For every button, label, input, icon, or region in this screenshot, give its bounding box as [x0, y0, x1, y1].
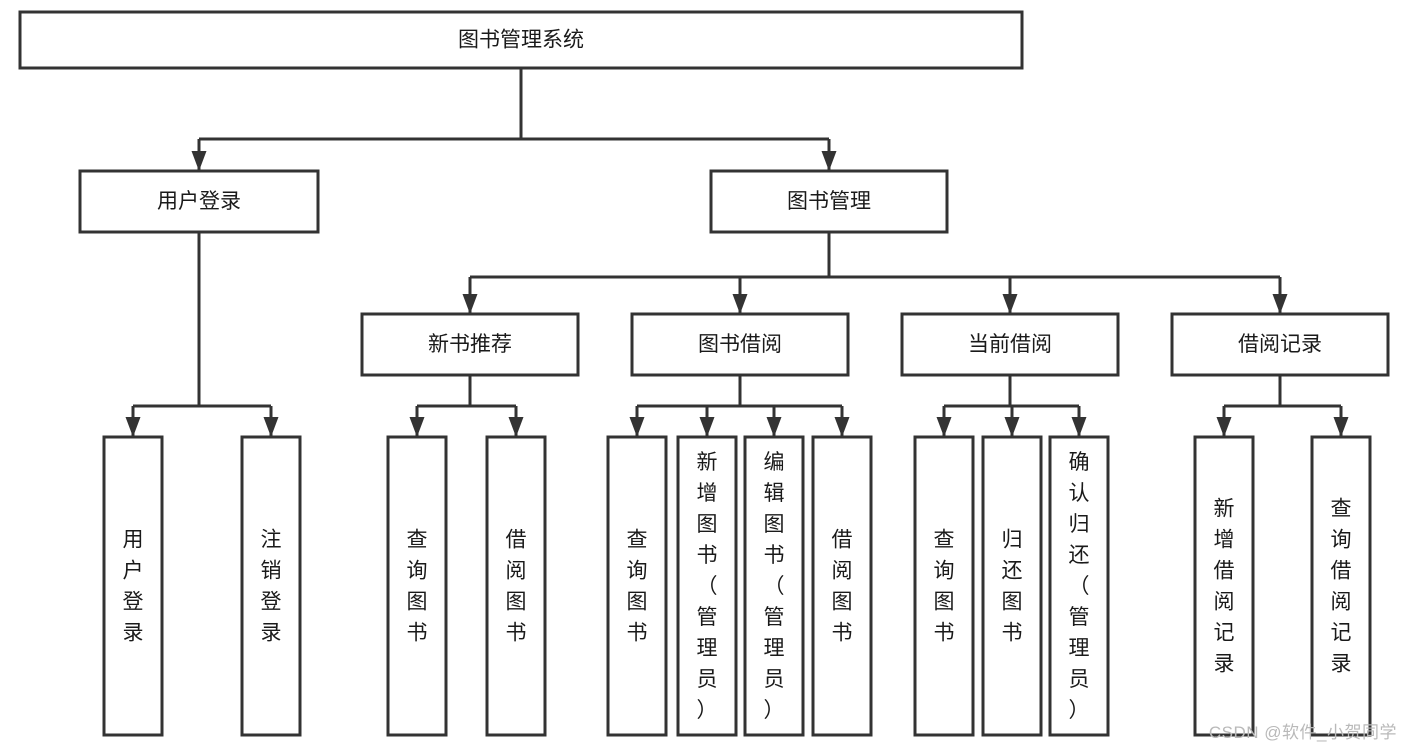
node-box-leaf-user-logout [240, 435, 302, 737]
node-box-leaf-query-borrow-record [1310, 435, 1372, 737]
node-leaf-add-borrow-record[interactable]: 新增借阅记录 [1193, 435, 1255, 737]
arrow-head-icon [936, 417, 952, 437]
node-box-leaf-query-book-recommend [386, 435, 448, 737]
node-box-leaf-query-book-borrow [606, 435, 668, 737]
node-book-management[interactable]: 图书管理 [709, 169, 949, 234]
node-label-user-login: 用户登录 [157, 190, 241, 213]
node-label-book-borrow: 图书借阅 [698, 333, 782, 356]
node-label-borrow-record: 借阅记录 [1238, 333, 1322, 356]
node-leaf-borrow-book[interactable]: 借阅图书 [811, 435, 873, 737]
node-label-book-management: 图书管理 [787, 190, 871, 213]
node-box-leaf-add-book [676, 435, 738, 737]
arrow-head-icon [191, 151, 207, 171]
node-box-leaf-return-book [981, 435, 1043, 737]
node-leaf-user-login[interactable]: 用户登录 [102, 435, 164, 737]
arrow-head-icon [1002, 294, 1018, 314]
node-box-book-borrow [630, 312, 850, 377]
node-box-borrow-record [1170, 312, 1390, 377]
arrow-head-icon [1216, 417, 1232, 437]
node-label-leaf-add-book: 新增图书（管理员） [697, 451, 718, 722]
node-box-leaf-user-login [102, 435, 164, 737]
arrow-head-icon [834, 417, 850, 437]
arrow-head-icon [1272, 294, 1288, 314]
node-box-leaf-confirm-return [1048, 435, 1110, 737]
arrow-head-icon [462, 294, 478, 314]
nodes-layer: 图书管理系统用户登录图书管理新书推荐图书借阅当前借阅借阅记录用户登录注销登录查询… [18, 10, 1390, 737]
csdn-watermark: CSDN @软件_小贺同学 [1208, 723, 1397, 742]
connectors-layer [125, 68, 1349, 437]
node-leaf-return-book[interactable]: 归还图书 [981, 435, 1043, 737]
node-box-leaf-edit-book [743, 435, 805, 737]
node-box-leaf-borrow-book [811, 435, 873, 737]
node-root[interactable]: 图书管理系统 [18, 10, 1024, 70]
arrow-head-icon [1333, 417, 1349, 437]
node-new-book-recommend[interactable]: 新书推荐 [360, 312, 580, 377]
arrow-head-icon [508, 417, 524, 437]
arrow-head-icon [1004, 417, 1020, 437]
node-leaf-user-logout[interactable]: 注销登录 [240, 435, 302, 737]
node-box-current-borrow [900, 312, 1120, 377]
node-leaf-query-book-recommend[interactable]: 查询图书 [386, 435, 448, 737]
arrow-head-icon [125, 417, 141, 437]
node-label-new-book-recommend: 新书推荐 [428, 333, 512, 356]
node-label-leaf-add-borrow-record: 新增借阅记录 [1214, 497, 1235, 675]
node-leaf-query-book-borrow[interactable]: 查询图书 [606, 435, 668, 737]
arrow-head-icon [732, 294, 748, 314]
node-label-current-borrow: 当前借阅 [968, 333, 1052, 356]
node-label-leaf-edit-book: 编辑图书（管理员） [764, 451, 785, 722]
node-label-leaf-query-borrow-record: 查询借阅记录 [1331, 497, 1352, 675]
node-box-new-book-recommend [360, 312, 580, 377]
node-user-login[interactable]: 用户登录 [78, 169, 320, 234]
node-leaf-query-book-current[interactable]: 查询图书 [913, 435, 975, 737]
node-label-leaf-user-login: 用户登录 [123, 528, 144, 644]
node-box-user-login [78, 169, 320, 234]
arrow-head-icon [1071, 417, 1087, 437]
arrow-head-icon [699, 417, 715, 437]
node-current-borrow[interactable]: 当前借阅 [900, 312, 1120, 377]
node-label-leaf-query-book-current: 查询图书 [934, 528, 955, 644]
node-label-leaf-return-book: 归还图书 [1002, 528, 1023, 644]
node-label-leaf-confirm-return: 确认归还（管理员） [1069, 451, 1090, 722]
node-label-leaf-query-book-recommend: 查询图书 [407, 528, 428, 644]
arrow-head-icon [409, 417, 425, 437]
node-label-leaf-borrow-book: 借阅图书 [832, 528, 853, 644]
node-box-book-management [709, 169, 949, 234]
node-box-root [18, 10, 1024, 70]
node-label-leaf-query-book-borrow: 查询图书 [627, 528, 648, 644]
node-book-borrow[interactable]: 图书借阅 [630, 312, 850, 377]
arrow-head-icon [821, 151, 837, 171]
node-label-leaf-user-logout: 注销登录 [261, 528, 282, 644]
node-box-leaf-borrow-book-recommend [485, 435, 547, 737]
node-leaf-query-borrow-record[interactable]: 查询借阅记录 [1310, 435, 1372, 737]
arrow-head-icon [766, 417, 782, 437]
node-box-leaf-query-book-current [913, 435, 975, 737]
node-box-leaf-add-borrow-record [1193, 435, 1255, 737]
node-leaf-edit-book[interactable]: 编辑图书（管理员） [743, 435, 805, 737]
node-label-root: 图书管理系统 [458, 29, 584, 52]
node-leaf-borrow-book-recommend[interactable]: 借阅图书 [485, 435, 547, 737]
node-label-leaf-borrow-book-recommend: 借阅图书 [506, 528, 527, 644]
node-borrow-record[interactable]: 借阅记录 [1170, 312, 1390, 377]
arrow-head-icon [263, 417, 279, 437]
node-leaf-add-book[interactable]: 新增图书（管理员） [676, 435, 738, 737]
node-leaf-confirm-return[interactable]: 确认归还（管理员） [1048, 435, 1110, 737]
arrow-head-icon [629, 417, 645, 437]
